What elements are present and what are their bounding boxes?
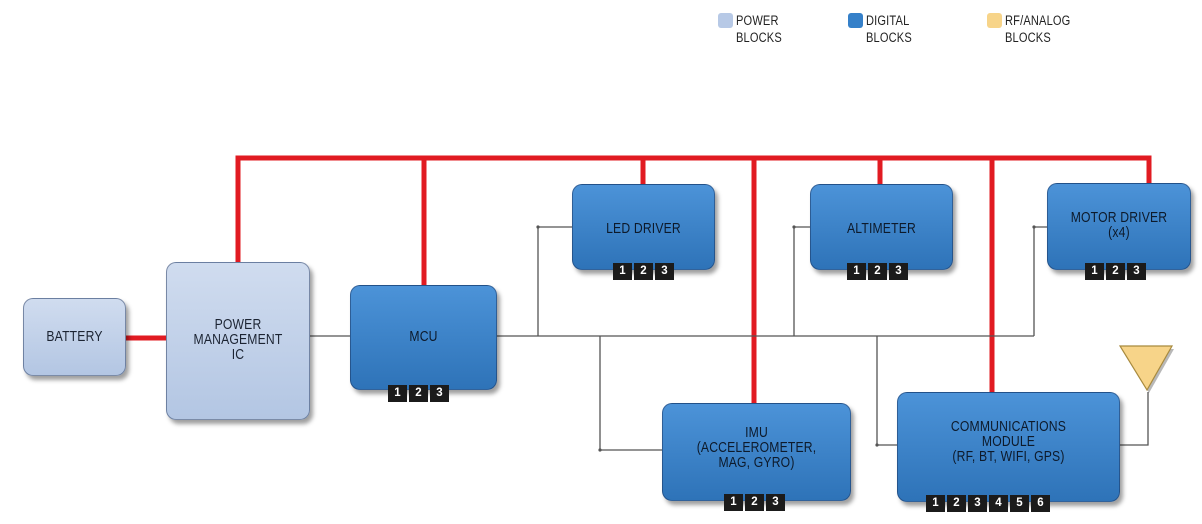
- number-badge: 3: [889, 263, 908, 280]
- number-badge: 2: [634, 263, 653, 280]
- number-badge: 5: [1010, 495, 1029, 512]
- signal-comms-to-antenna: [1120, 392, 1149, 446]
- block-label: POWER MANAGEMENT IC: [193, 317, 283, 363]
- number-badge: 2: [868, 263, 887, 280]
- block-label: IMU (ACCELEROMETER, MAG, GYRO): [696, 425, 817, 471]
- legend-rf-analog-blocks: RF/ANALOG BLOCKS: [987, 12, 1085, 46]
- block-label: MOTOR DRIVER (x4): [1070, 210, 1168, 241]
- signal-imu: [599, 336, 662, 451]
- legend-label: DIGITAL BLOCKS: [866, 13, 912, 45]
- legend-label: POWER BLOCKS: [736, 13, 782, 45]
- block-label: MCU: [409, 329, 438, 345]
- communications-module-block[interactable]: COMMUNICATIONS MODULE (RF, BT, WIFI, GPS…: [897, 392, 1120, 512]
- junction-dot: [598, 448, 602, 452]
- number-badge: 2: [947, 495, 966, 512]
- number-badge: 1: [847, 263, 866, 280]
- signal-altimeter: [793, 226, 810, 336]
- battery-block[interactable]: BATTERY: [23, 298, 126, 376]
- number-badge: 6: [1031, 495, 1050, 512]
- signal-comms: [876, 336, 897, 446]
- number-badge: 4: [989, 495, 1008, 512]
- signal-junctions: [536, 225, 1036, 452]
- number-badge: 3: [655, 263, 674, 280]
- legend-digital-blocks: DIGITAL BLOCKS: [848, 12, 922, 46]
- number-badge: 1: [388, 385, 407, 402]
- legend-power-blocks: POWER BLOCKS: [718, 12, 792, 46]
- legend-label: RF/ANALOG BLOCKS: [1005, 13, 1071, 45]
- number-badge: 2: [409, 385, 428, 402]
- block-label: COMMUNICATIONS MODULE (RF, BT, WIFI, GPS…: [950, 419, 1067, 465]
- signal-motor-driver: [1033, 226, 1047, 336]
- antenna-triangle: [1118, 345, 1174, 392]
- junction-dot: [875, 443, 879, 447]
- junction-dot: [536, 225, 540, 229]
- number-badge: 1: [1085, 263, 1104, 280]
- power-rail: [123, 155, 1152, 406]
- block-label: ALTIMETER: [847, 221, 916, 237]
- digital-blocks-swatch: [848, 13, 863, 28]
- junction-dot: [1032, 225, 1036, 229]
- block-label: BATTERY: [46, 329, 103, 345]
- number-badge: 2: [1106, 263, 1125, 280]
- number-badge: 3: [968, 495, 987, 512]
- number-badge: 3: [430, 385, 449, 402]
- number-badge: 1: [724, 494, 743, 511]
- number-badge: 1: [613, 263, 632, 280]
- junction-dot: [792, 225, 796, 229]
- signal-led-driver: [537, 226, 572, 336]
- power-management-ic-block[interactable]: POWER MANAGEMENT IC: [166, 262, 310, 420]
- power-blocks-swatch: [718, 13, 733, 28]
- block-label: LED DRIVER: [606, 221, 681, 237]
- rf-analog-blocks-swatch: [987, 13, 1002, 28]
- number-badge: 3: [766, 494, 785, 511]
- number-badge: 2: [745, 494, 764, 511]
- number-badge: 3: [1127, 263, 1146, 280]
- number-badge: 1: [926, 495, 945, 512]
- antenna-icon: [1118, 345, 1174, 393]
